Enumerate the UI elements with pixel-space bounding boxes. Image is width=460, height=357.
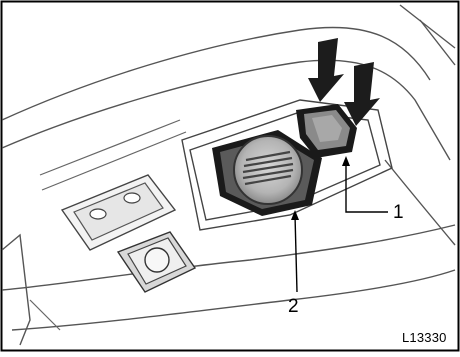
callout-1: 1 <box>393 203 404 222</box>
leader-arrow-1 <box>342 156 350 166</box>
leader-line-2 <box>295 215 297 292</box>
figure-code: L13330 <box>402 331 447 344</box>
lock-switch-block <box>118 232 195 292</box>
callout-2: 2 <box>288 297 299 316</box>
